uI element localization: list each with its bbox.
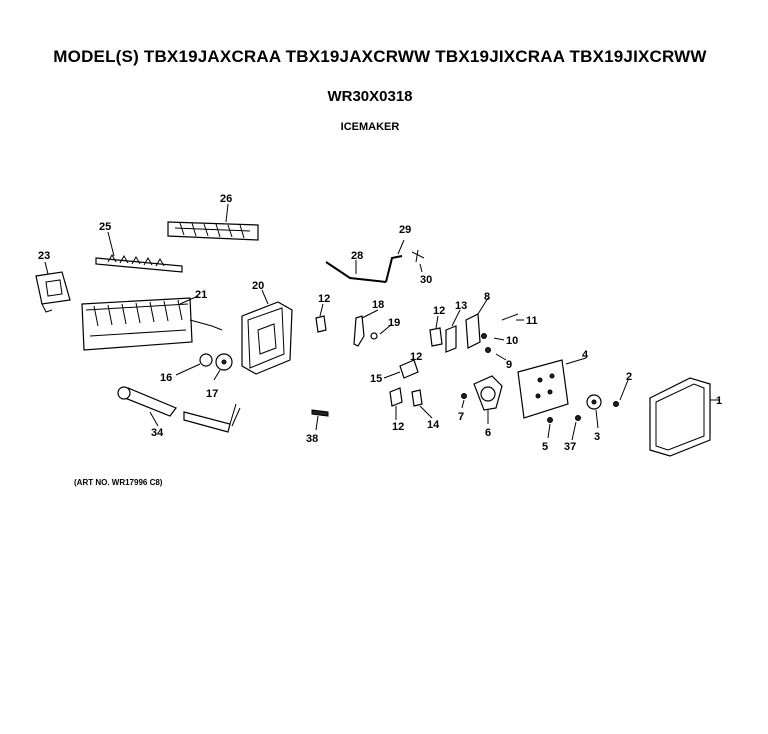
callout-12d: 12 xyxy=(410,351,422,363)
part-38-screw xyxy=(311,409,329,431)
part-23-bracket xyxy=(35,261,71,313)
callout-16: 16 xyxy=(160,372,172,384)
callout-37: 37 xyxy=(564,441,576,453)
callout-11: 11 xyxy=(526,315,538,327)
callout-29: 29 xyxy=(399,224,411,236)
part-25-ejector xyxy=(95,231,183,273)
model-list: MODEL(S) TBX19JAXCRAA TBX19JAXCRWW TBX19… xyxy=(53,47,707,66)
callout-34: 34 xyxy=(151,427,164,439)
part-13-bracket xyxy=(445,309,461,353)
part-5-37-3-2-fasteners xyxy=(547,379,629,441)
part-number: WR30X0318 xyxy=(327,88,413,105)
callout-18: 18 xyxy=(372,299,384,311)
callout-8: 8 xyxy=(484,291,490,303)
callout-26: 26 xyxy=(220,193,232,205)
callout-38: 38 xyxy=(306,433,318,445)
callout-3: 3 xyxy=(594,431,600,443)
callout-7: 7 xyxy=(458,411,464,423)
part-21-mold xyxy=(81,295,223,351)
part-15-gear xyxy=(383,359,419,379)
part-12-switch xyxy=(315,303,443,347)
callout-12c: 12 xyxy=(392,421,404,433)
art-number: (ART NO. WR17996 C8) xyxy=(74,478,163,487)
callout-15: 15 xyxy=(370,373,382,385)
part-26-stripper xyxy=(167,203,259,241)
part-wire-harness xyxy=(183,403,241,433)
part-6-motor xyxy=(461,375,503,424)
part-16-17-thermostat xyxy=(175,353,233,381)
callout-28: 28 xyxy=(351,250,363,262)
callout-30: 30 xyxy=(420,274,432,286)
callout-12a: 12 xyxy=(318,293,330,305)
callout-13: 13 xyxy=(455,300,467,312)
part-8-switch-plate xyxy=(465,297,524,361)
part-1-cover xyxy=(649,377,720,457)
callout-19: 19 xyxy=(388,317,400,329)
callout-2: 2 xyxy=(626,371,632,383)
callout-5: 5 xyxy=(542,441,548,453)
part-4-plate xyxy=(517,357,587,419)
callout-9: 9 xyxy=(506,359,512,371)
callout-17: 17 xyxy=(206,388,218,400)
callout-14: 14 xyxy=(427,419,440,431)
callout-20: 20 xyxy=(252,280,264,292)
callout-6: 6 xyxy=(485,427,491,439)
callout-10: 10 xyxy=(506,335,518,347)
part-18-19-lever xyxy=(353,309,393,347)
callout-21: 21 xyxy=(195,289,207,301)
callout-1: 1 xyxy=(716,395,722,407)
part-28-29-30-arm xyxy=(325,239,425,283)
callout-25: 25 xyxy=(99,221,111,233)
part-34-heater xyxy=(117,386,177,427)
callout-23: 23 xyxy=(38,250,50,262)
callout-4: 4 xyxy=(582,349,589,361)
part-12-14-lower xyxy=(389,387,433,420)
section-title: ICEMAKER xyxy=(340,121,400,133)
part-20-housing xyxy=(241,289,293,375)
callout-12b: 12 xyxy=(433,305,445,317)
